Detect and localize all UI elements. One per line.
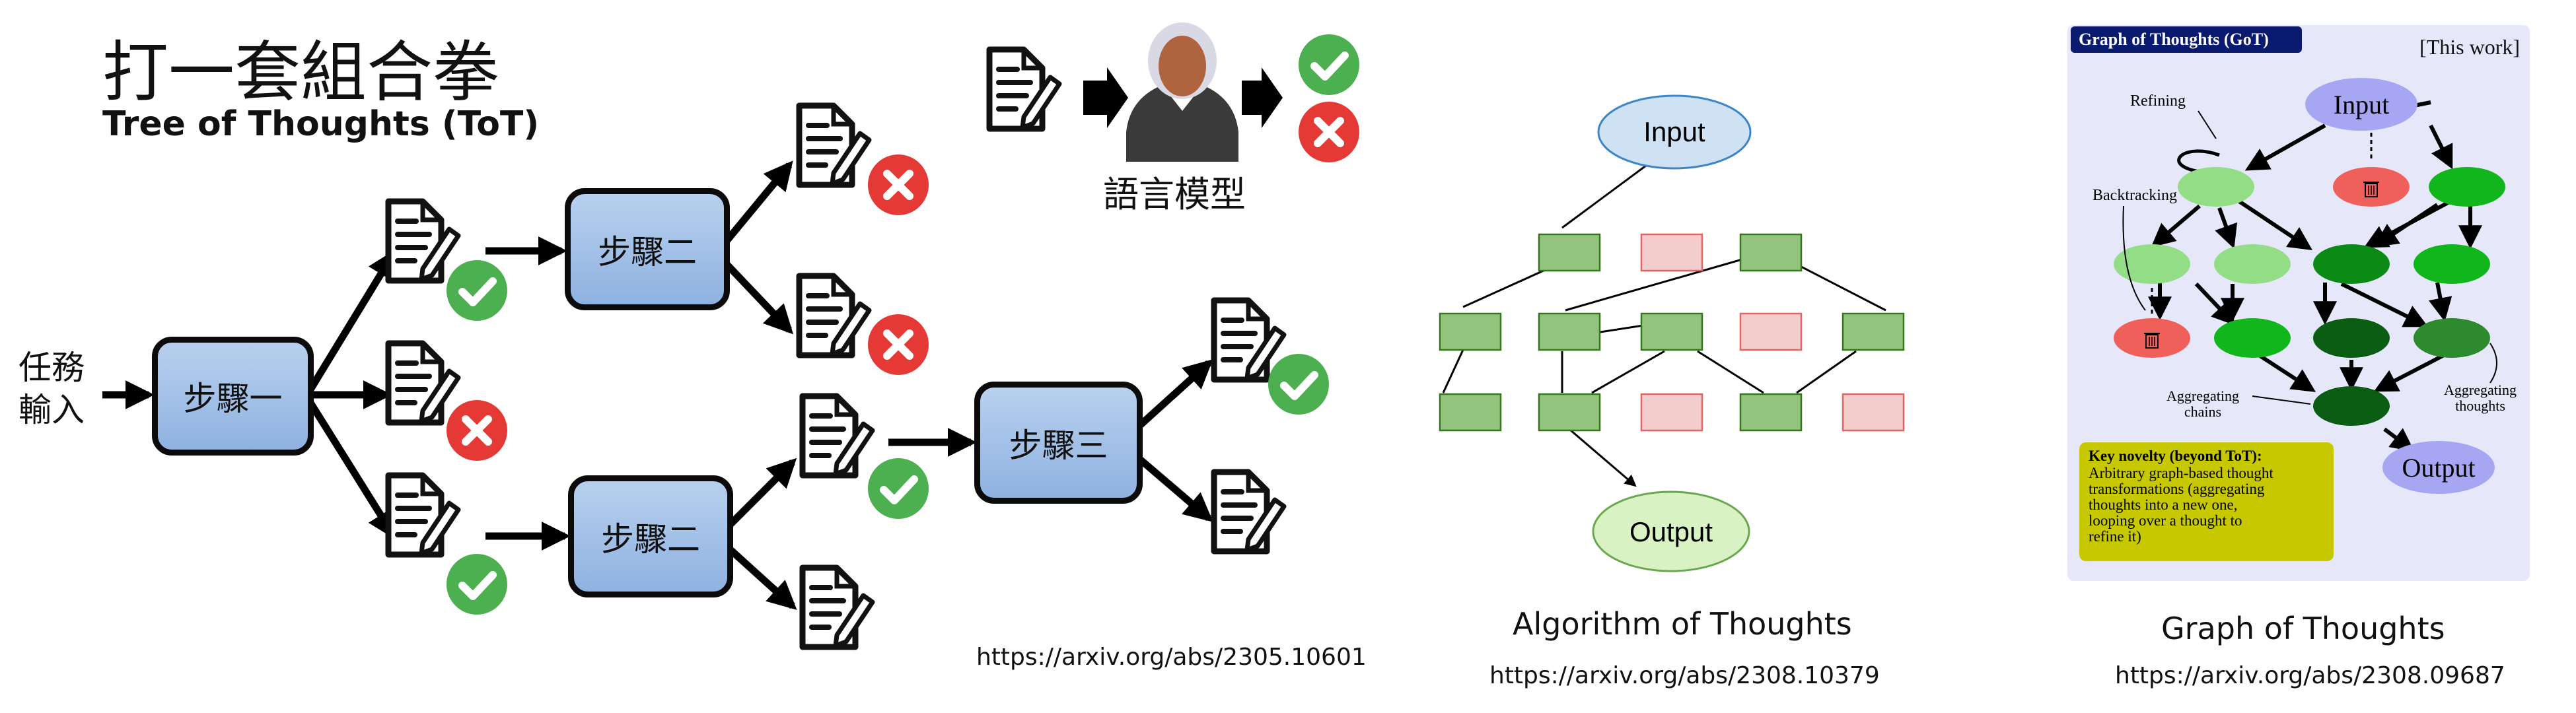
aot-output-label: Output bbox=[1629, 516, 1713, 547]
got-nodes bbox=[2114, 78, 2505, 494]
got-input-label: Input bbox=[2334, 90, 2389, 119]
got-caption: Graph of Thoughts bbox=[2161, 611, 2445, 646]
check-icon bbox=[1268, 354, 1329, 415]
language-model-person-icon bbox=[1126, 22, 1238, 162]
got-url[interactable]: https://arxiv.org/abs/2308.09687 bbox=[2115, 662, 2505, 689]
got-refining-label: Refining bbox=[2130, 92, 2186, 110]
got-novelty-line: thoughts into a new one, bbox=[2089, 496, 2238, 513]
step-two-bottom-label: 步驟二 bbox=[601, 520, 700, 559]
got-novelty-text: Arbitrary graph-based thoughttransformat… bbox=[2089, 465, 2273, 545]
got-novelty-line: refine it) bbox=[2089, 528, 2141, 545]
got-this-work: [This work] bbox=[2419, 35, 2520, 59]
step-one-label: 步驟一 bbox=[183, 380, 283, 418]
check-icon bbox=[868, 458, 929, 519]
aot-url[interactable]: https://arxiv.org/abs/2308.10379 bbox=[1489, 662, 1880, 689]
thought-doc-icon bbox=[803, 568, 873, 647]
tot-connectors bbox=[102, 160, 1213, 610]
llm-arrows bbox=[1083, 67, 1283, 128]
step-two-bottom-box: 步驟二 bbox=[568, 475, 733, 597]
page-title: 打一套組合拳 bbox=[102, 34, 499, 111]
check-icon bbox=[1299, 34, 1359, 95]
cross-icon bbox=[447, 400, 507, 461]
step-three-box: 步驟三 bbox=[974, 382, 1143, 504]
check-icon bbox=[447, 260, 507, 321]
check-icon bbox=[447, 554, 507, 615]
refine-loop bbox=[2177, 149, 2220, 174]
cross-icon bbox=[868, 154, 929, 215]
thought-doc-icon bbox=[799, 106, 869, 185]
got-novelty-line: transformations (aggregating bbox=[2089, 481, 2265, 497]
thought-doc-icon bbox=[388, 343, 458, 423]
got-edges bbox=[2148, 100, 2482, 452]
got-backtracking-label: Backtracking bbox=[2093, 187, 2177, 204]
aot-input-node bbox=[1597, 94, 1752, 170]
got-novelty-line: Arbitrary graph-based thought bbox=[2089, 465, 2273, 481]
got-novelty-title: Key novelty (beyond ToT): bbox=[2089, 448, 2262, 464]
thought-doc-icon bbox=[388, 201, 458, 281]
aot-output-node bbox=[1592, 491, 1750, 572]
aot-input-label: Input bbox=[1643, 116, 1705, 147]
aot-grid bbox=[1439, 233, 1905, 432]
tot-url[interactable]: https://arxiv.org/abs/2305.10601 bbox=[976, 644, 1367, 671]
language-model-label: 語言模型 bbox=[1103, 174, 1246, 215]
thought-doc-icon bbox=[803, 396, 873, 475]
got-header-bar bbox=[2071, 26, 2302, 53]
thought-doc-icon bbox=[1214, 472, 1284, 551]
step-two-top-label: 步驟二 bbox=[598, 232, 697, 271]
cross-icon bbox=[868, 314, 929, 375]
got-header: Graph of Thoughts (GoT) bbox=[2079, 30, 2269, 49]
task-input-label: 任務輸入 bbox=[18, 349, 85, 429]
thought-doc-icon bbox=[799, 276, 869, 355]
got-dashed-edges bbox=[2151, 129, 2373, 314]
got-novelty-line: looping over a thought to bbox=[2089, 512, 2242, 529]
step-two-top-box: 步驟二 bbox=[565, 188, 730, 310]
got-output-label: Output bbox=[2402, 453, 2475, 483]
got-novelty-box bbox=[2079, 442, 2334, 561]
thought-doc-icon bbox=[388, 475, 458, 555]
input-doc-icon bbox=[989, 50, 1059, 129]
cross-icon bbox=[1299, 102, 1359, 162]
step-three-label: 步驟三 bbox=[1009, 426, 1108, 465]
step-one-box: 步驟一 bbox=[152, 337, 314, 456]
aot-caption: Algorithm of Thoughts bbox=[1513, 606, 1852, 642]
tot-subtitle: Tree of Thoughts (ToT) bbox=[102, 104, 540, 144]
